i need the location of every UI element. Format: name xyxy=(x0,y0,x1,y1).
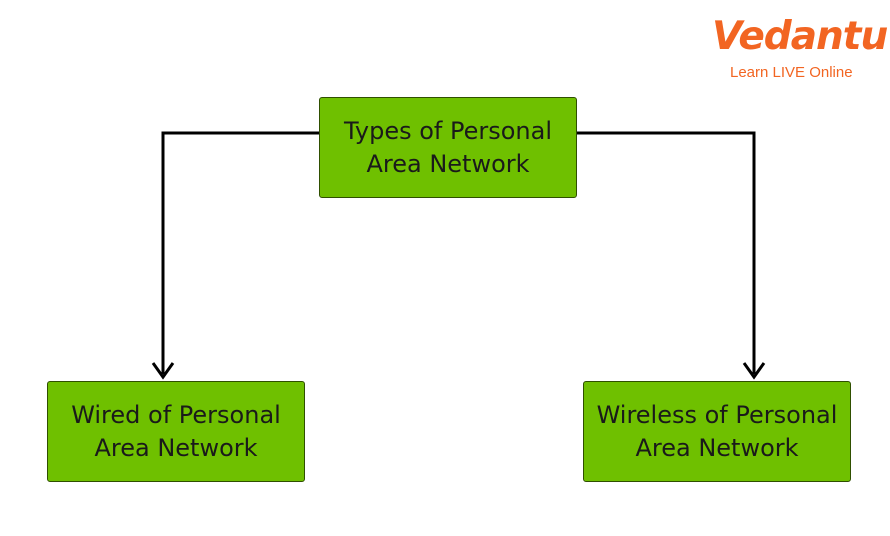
child-node-wired-pan: Wired of Personal Area Network xyxy=(47,381,305,482)
arrowhead-wireless xyxy=(742,362,766,380)
vedantu-logo: Vedantu Learn LIVE Online xyxy=(700,14,888,84)
logo-wordmark: Vedantu xyxy=(712,14,888,59)
arrowhead-wired xyxy=(151,362,175,380)
connector-root-to-wireless xyxy=(577,131,756,374)
root-node-types-of-pan: Types of Personal Area Network xyxy=(319,97,577,198)
child-node-wireless-pan: Wireless of Personal Area Network xyxy=(583,381,851,482)
connector-root-to-wired xyxy=(161,131,319,374)
logo-tagline: Learn LIVE Online xyxy=(730,64,853,81)
